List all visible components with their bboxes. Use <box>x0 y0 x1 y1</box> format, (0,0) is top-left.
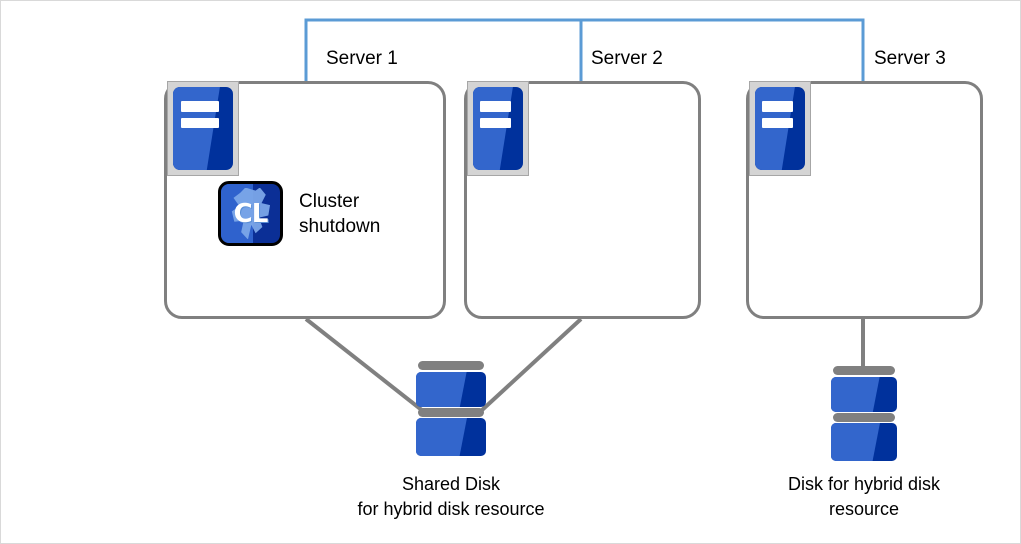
cluster-shutdown-icon-text: CL <box>233 198 269 229</box>
connector-server1-shared-disk <box>304 317 425 413</box>
server-2-label: Server 2 <box>591 48 663 69</box>
shared-disk-caption-line1: Shared Disk <box>401 474 501 494</box>
server-2-box[interactable] <box>464 81 701 319</box>
connector-server2-shared-disk <box>479 317 583 413</box>
hybrid-disk-caption-line2: resource <box>828 499 900 519</box>
server-1-label: Server 1 <box>326 48 398 69</box>
server-3-label: Server 3 <box>874 48 946 69</box>
cluster-shutdown-label-line2: shutdown <box>299 216 381 237</box>
server-2-machine-icon <box>467 81 529 176</box>
hybrid-disk-caption-line1: Disk for hybrid disk <box>787 474 941 494</box>
cluster-shutdown-label-line1: Cluster <box>299 191 360 212</box>
shared-disk-icon[interactable] <box>416 361 486 456</box>
shared-disk-caption-line2: for hybrid disk resource <box>357 499 545 519</box>
server-3-machine-icon <box>749 81 811 176</box>
server-group-bracket <box>304 18 865 81</box>
hybrid-disk-icon[interactable] <box>831 366 897 461</box>
server-1-machine-icon <box>167 81 239 176</box>
cluster-shutdown-icon[interactable]: CL <box>218 181 283 246</box>
